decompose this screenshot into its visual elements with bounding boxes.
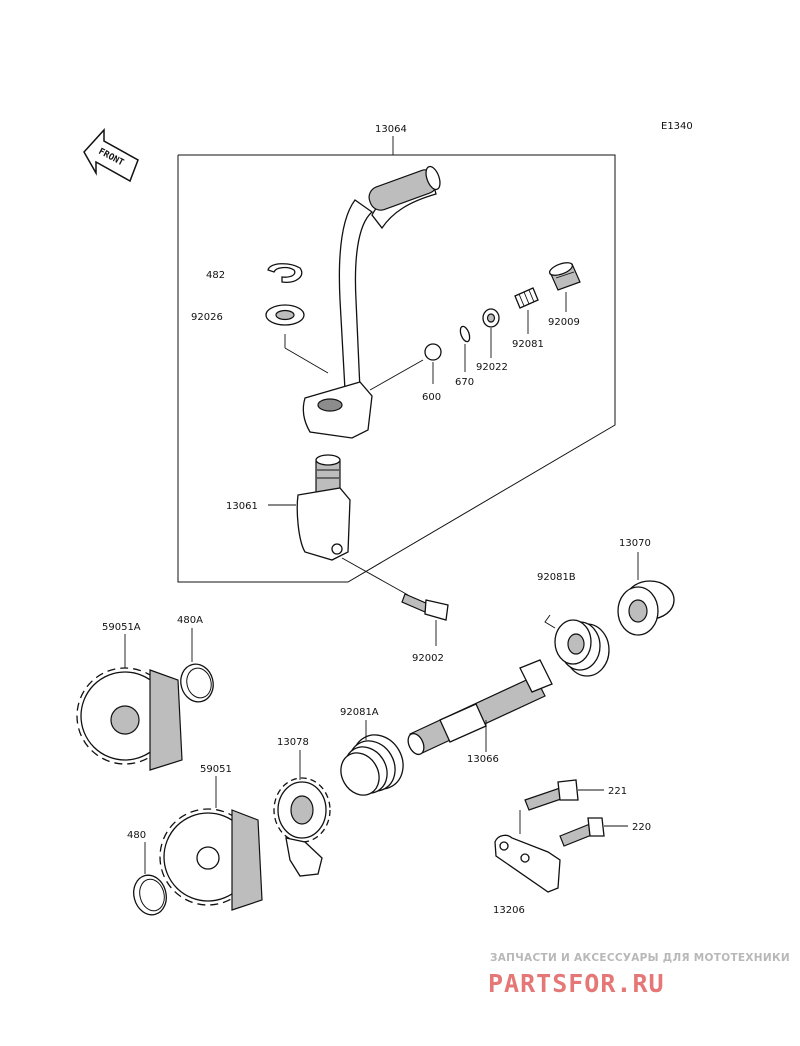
circlip-480A [180, 663, 214, 703]
kick-shaft-13066 [407, 659, 553, 756]
spring-92081A [340, 734, 404, 796]
kick-pedal-lever [302, 165, 441, 439]
part-number: 92026 [191, 312, 223, 323]
part-number: 670 [455, 377, 474, 388]
ratchet-13078 [273, 777, 331, 877]
washer-92022 [482, 308, 500, 328]
part-number: 59051 [200, 764, 232, 775]
part-number: 13078 [277, 737, 309, 748]
ring-670 [459, 325, 471, 343]
part-number: 13206 [493, 905, 525, 916]
part-number: 13070 [619, 538, 651, 549]
diagram-code: E1340 [661, 121, 693, 132]
watermark-brand: PARTSFOR.RU [488, 969, 665, 998]
gear-59051 [159, 808, 263, 911]
part-number: 220 [632, 822, 651, 833]
ball-600 [424, 343, 442, 361]
part-number: 221 [608, 786, 627, 797]
collar-13070 [617, 580, 675, 636]
part-number: 92081B [537, 572, 576, 583]
part-number: 92081 [512, 339, 544, 350]
bolt-92002 [341, 557, 449, 621]
torsion-spring-92081B [544, 614, 610, 677]
part-number: 92081A [340, 707, 379, 718]
plunger-92009 [548, 262, 581, 291]
part-number: 13064 [375, 124, 407, 135]
part-number: 13066 [467, 754, 499, 765]
assembly-outline [177, 154, 616, 583]
spring-92081 [514, 287, 539, 309]
kick-shaft-lever-13061 [296, 454, 351, 561]
part-number: 600 [422, 392, 441, 403]
front-arrow-icon: FRONT [83, 128, 139, 183]
watermark-tagline: ЗАПЧАСТИ И АКСЕССУАРЫ ДЛЯ МОТОТЕХНИКИ [490, 952, 790, 964]
gear-59051A [76, 667, 183, 771]
part-number: 13061 [226, 501, 258, 512]
guide-plate-13206 [494, 810, 561, 893]
screw-221 [524, 779, 579, 811]
part-number: 482 [206, 270, 225, 281]
part-number: 92009 [548, 317, 580, 328]
part-number: 480 [127, 830, 146, 841]
part-number: 480A [177, 615, 203, 626]
bolt-220 [559, 817, 605, 847]
part-number: 92022 [476, 362, 508, 373]
circlip-482 [267, 263, 303, 283]
part-number: 92002 [412, 653, 444, 664]
part-number: 59051A [102, 622, 141, 633]
circlip-480 [133, 874, 167, 916]
washer-92026 [265, 304, 305, 326]
